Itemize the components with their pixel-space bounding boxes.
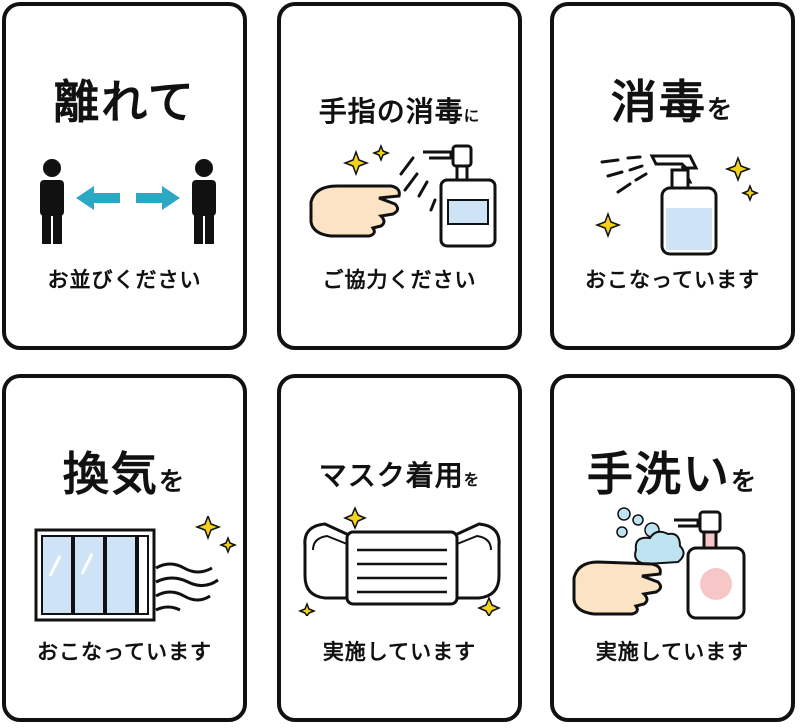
title-small: を bbox=[730, 467, 759, 496]
spray-bottle-icon bbox=[594, 154, 760, 256]
hand-sanitizer-icon bbox=[309, 144, 497, 248]
panel-caption: ご協力ください bbox=[322, 268, 477, 292]
title-small: を bbox=[463, 471, 481, 489]
panel-caption: おこなっています bbox=[37, 640, 212, 664]
face-mask-icon bbox=[297, 506, 501, 616]
distancing-icon bbox=[40, 159, 216, 244]
panel-title: 消毒を bbox=[554, 66, 791, 132]
panel-distancing: 離れて お並びください bbox=[2, 2, 247, 350]
panel-ventilation: 換気を おこなっています bbox=[2, 374, 247, 722]
panel-title: 手洗いを bbox=[554, 438, 791, 504]
panel-title: 離れて bbox=[6, 66, 243, 132]
title-main: マスク着用 bbox=[318, 459, 464, 492]
panel-hand-washing: 手洗いを 実施しています bbox=[550, 374, 795, 722]
panel-title: 手指の消毒に bbox=[281, 90, 518, 130]
panel-title: 換気を bbox=[6, 438, 243, 504]
panel-caption: おこなっています bbox=[585, 268, 760, 292]
title-main: 消毒 bbox=[610, 75, 707, 129]
title-small: を bbox=[706, 95, 735, 124]
title-small: を bbox=[158, 467, 187, 496]
panel-hand-sanitizer: 手指の消毒に ご協力ください bbox=[277, 2, 522, 350]
title-main: 換気 bbox=[62, 447, 159, 501]
title-main: 手指の消毒 bbox=[318, 95, 464, 128]
ventilation-window-icon bbox=[34, 516, 238, 622]
hand-washing-icon bbox=[572, 507, 746, 620]
panel-disinfection: 消毒を おこなっています bbox=[550, 2, 795, 350]
panel-caption: お並びください bbox=[47, 268, 202, 292]
title-main: 離れて bbox=[53, 75, 196, 129]
panel-caption: 実施しています bbox=[595, 640, 750, 664]
title-main: 手洗い bbox=[586, 447, 731, 501]
panel-title: マスク着用を bbox=[281, 454, 518, 494]
panel-face-mask: マスク着用を 実施しています bbox=[277, 374, 522, 722]
title-small: に bbox=[463, 107, 481, 125]
panel-caption: 実施しています bbox=[322, 640, 477, 664]
